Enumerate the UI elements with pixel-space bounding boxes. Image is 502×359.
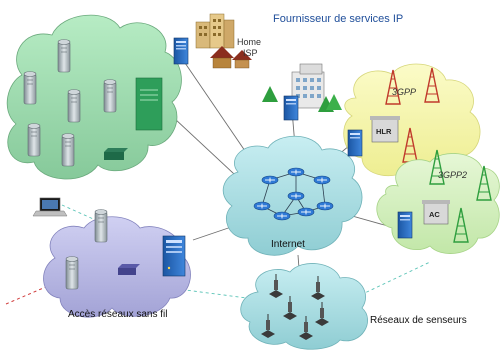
gpp3-2-cloud: AC bbox=[376, 149, 500, 254]
base-station-icon bbox=[65, 256, 79, 290]
router-icon bbox=[297, 207, 315, 217]
gpp3-label: 3GPP bbox=[392, 87, 416, 97]
isp-server-icon bbox=[173, 37, 189, 65]
internet-label: Internet bbox=[271, 239, 305, 250]
router-icon bbox=[316, 201, 334, 211]
hlr-server-icon bbox=[347, 129, 363, 157]
base-station-icon bbox=[23, 71, 37, 105]
house-icon bbox=[210, 46, 252, 69]
router-icon bbox=[253, 201, 271, 211]
campus-building-icon bbox=[262, 63, 342, 112]
isp-label: ISP bbox=[243, 48, 258, 58]
base-station-icon bbox=[67, 89, 81, 123]
router-icon bbox=[261, 175, 279, 185]
office-buildings-icon bbox=[195, 13, 235, 49]
router-icon bbox=[313, 175, 331, 185]
wireless-access-label: Accès réseaux sans fil bbox=[68, 309, 168, 320]
internet-cloud bbox=[222, 135, 363, 256]
switch-icon bbox=[118, 264, 140, 275]
ac-label: AC bbox=[429, 210, 440, 219]
access-network-cloud bbox=[6, 14, 182, 180]
sensor-network-cloud bbox=[240, 263, 368, 350]
home-label: Home bbox=[237, 37, 261, 47]
base-station-icon bbox=[103, 79, 117, 113]
base-station-icon bbox=[57, 39, 71, 73]
base-station-icon bbox=[27, 123, 41, 157]
wireless-access-cloud bbox=[43, 209, 191, 318]
base-station-icon bbox=[94, 209, 108, 243]
hlr-box bbox=[370, 116, 400, 143]
hlr-label: HLR bbox=[376, 127, 392, 136]
router-icon bbox=[287, 167, 305, 177]
base-station-icon bbox=[61, 133, 75, 167]
router-icon bbox=[273, 211, 291, 221]
server-tower-icon bbox=[135, 77, 163, 131]
gpp3-2-label: 3GPP2 bbox=[438, 170, 467, 180]
router-icon bbox=[287, 191, 305, 201]
gateway-server-icon bbox=[162, 235, 186, 277]
ac-server-icon bbox=[397, 211, 413, 239]
isp-title: Fournisseur de services IP bbox=[273, 13, 403, 25]
campus-server-icon bbox=[283, 95, 299, 121]
gpp3-cloud: HLR bbox=[343, 63, 481, 177]
sensor-networks-label: Réseaux de senseurs bbox=[370, 315, 467, 326]
switch-icon bbox=[104, 148, 128, 160]
ac-box bbox=[422, 200, 450, 225]
laptop-icon bbox=[32, 197, 68, 217]
